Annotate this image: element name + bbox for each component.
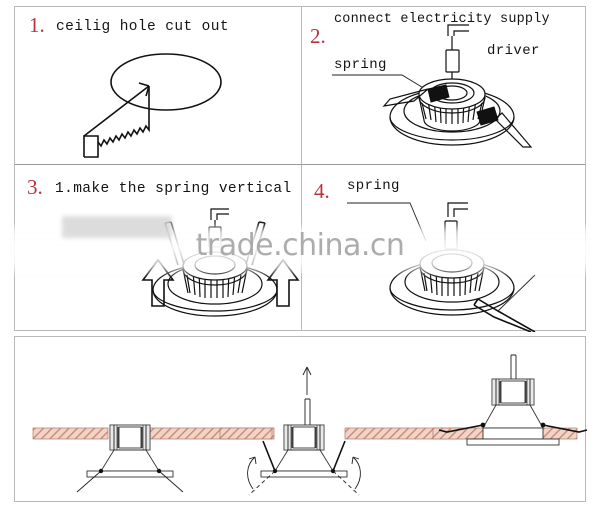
step-1-caption: ceilig hole cut out: [56, 19, 229, 35]
step-3-number: 3.: [27, 175, 43, 199]
spring-arm-left: [382, 84, 450, 107]
saw-icon: [83, 82, 150, 158]
bottom-sequence-illustration: [32, 354, 588, 496]
step-3-illustration: [141, 208, 300, 317]
step-2-label-driver: driver: [487, 43, 540, 59]
driver-and-cable: [445, 24, 469, 87]
step-2-illustration: [332, 24, 533, 148]
step-2-caption: connect electricity supply: [334, 12, 550, 27]
steps-grid: 1. ceilig hole cut out c: [14, 6, 587, 332]
view-springs-rotating-up: [219, 366, 468, 496]
spring-arm-folded: [473, 274, 536, 332]
ceiling-hole-ellipse: [110, 53, 222, 111]
ceiling-slab-left: [32, 427, 109, 440]
view-fixture-below-ceiling: [32, 424, 275, 493]
step-2-panel: connect electricity supply 2. spring dri…: [302, 7, 587, 164]
step-4-illustration: [347, 202, 536, 332]
driver-and-cable: [444, 202, 468, 250]
spring-leader-line: [347, 202, 427, 242]
step-1-illustration: [83, 53, 222, 158]
downlight-fixture: [152, 251, 278, 317]
view-fixture-installed-flush: [432, 354, 588, 446]
bottom-sequence-panel: [14, 336, 588, 502]
downlight-fixture: [389, 78, 515, 146]
ceiling-slab-left: [219, 427, 273, 440]
step-3-caption: 1.make the spring vertical: [55, 181, 292, 197]
driver-and-cable: [208, 208, 229, 248]
step-2-number: 2.: [310, 24, 326, 48]
spring-arm-left-vertical: [164, 221, 185, 266]
step-4-number: 4.: [314, 179, 330, 203]
step-3-panel: 3. 1.make the spring vertical: [15, 165, 301, 332]
step-1-panel: 1. ceilig hole cut out: [15, 7, 301, 164]
step-2-label-spring: spring: [334, 57, 387, 73]
step-4-label-spring: spring: [347, 178, 400, 194]
spring-arm-right: [476, 106, 533, 148]
step-1-number: 1.: [29, 13, 45, 37]
grid-horizontal-divider: [15, 164, 585, 165]
spring-arm-right-vertical: [245, 221, 266, 266]
downlight-fixture: [389, 249, 515, 316]
step-4-panel: 4. spring: [302, 165, 587, 332]
grid-vertical-divider: [301, 7, 302, 330]
spring-leader-line: [332, 74, 431, 93]
